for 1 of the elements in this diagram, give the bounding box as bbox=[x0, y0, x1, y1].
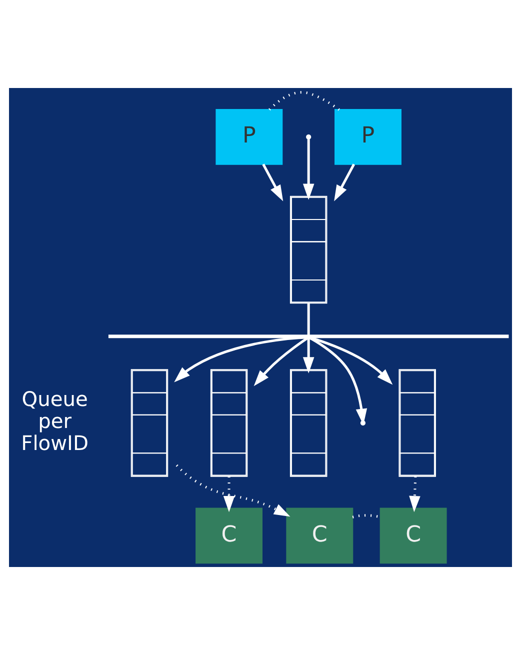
node-label: Queue per FlowID bbox=[20, 386, 88, 456]
